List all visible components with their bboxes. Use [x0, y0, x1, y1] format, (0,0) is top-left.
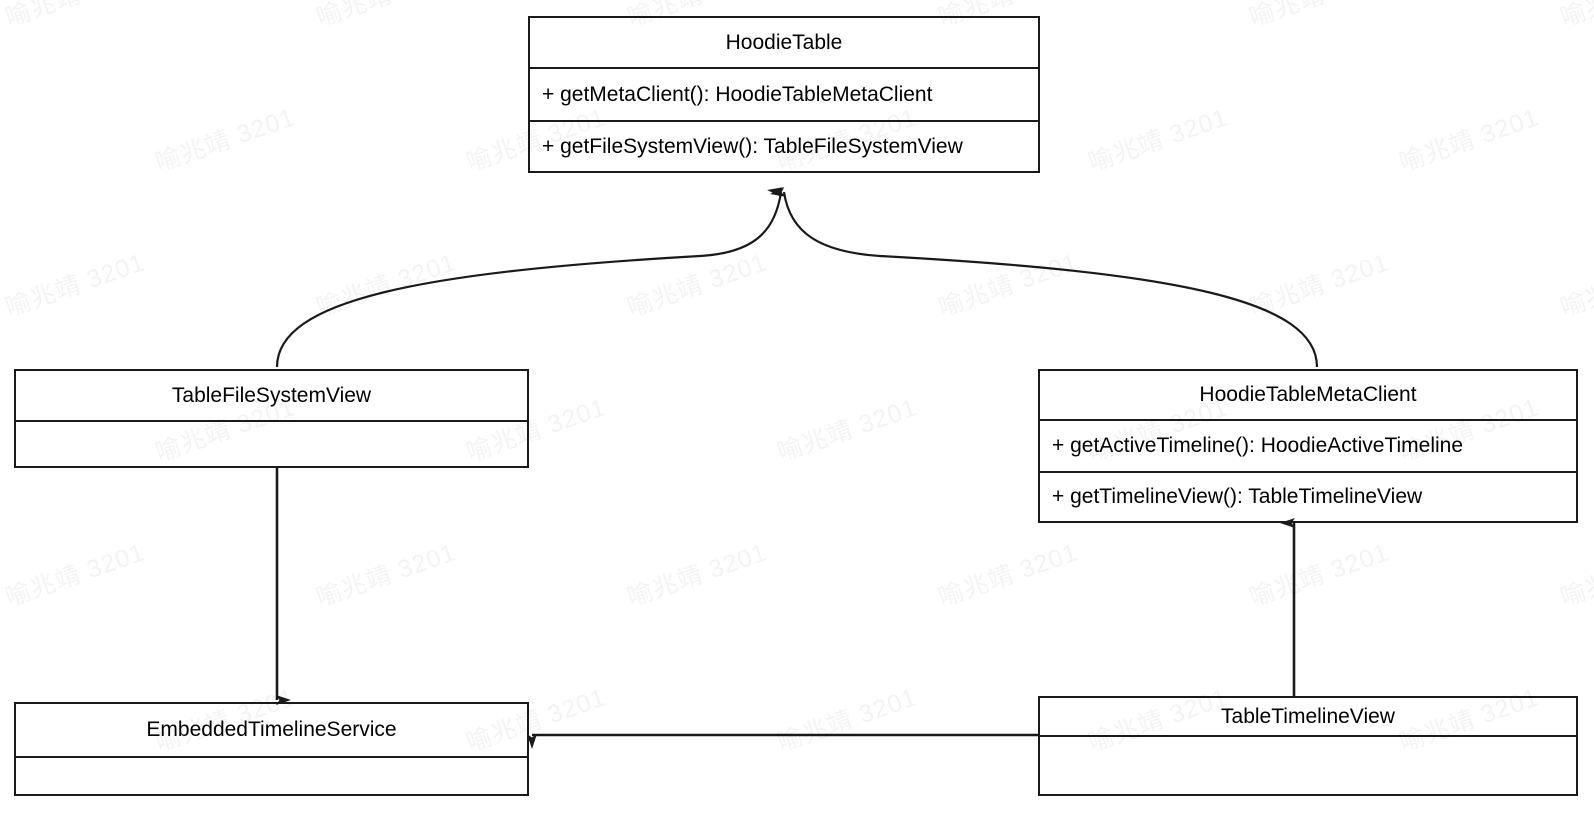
class-member: + getActiveTimeline(): HoodieActiveTimel… — [1052, 434, 1464, 458]
watermark-text: 喻兆靖 3201 — [772, 678, 921, 759]
class-name-hoodie-table-meta-client: HoodieTableMetaClient — [1040, 371, 1576, 421]
watermark-text: 喻兆靖 3201 — [1244, 0, 1393, 34]
class-member: + getFileSystemView(): TableFileSystemVi… — [530, 120, 1038, 171]
class-members-table-timeline-view — [1040, 737, 1576, 796]
class-name-table-file-system-view: TableFileSystemView — [16, 371, 527, 422]
watermark-text: 喻兆靖 3201 — [772, 388, 921, 469]
watermark-text: 喻兆靖 3201 — [1555, 243, 1594, 324]
watermark-text: 喻兆靖 3201 — [0, 0, 149, 34]
watermark-text: 喻兆靖 3201 — [1244, 533, 1393, 614]
watermark-text: 喻兆靖 3201 — [622, 243, 771, 324]
watermark-text: 喻兆靖 3201 — [150, 98, 299, 179]
class-member: + getMetaClient(): HoodieTableMetaClient — [542, 82, 933, 106]
watermark-text: 喻兆靖 3201 — [311, 0, 460, 34]
edge-hoodietablemetaclient-to-hoodietable — [770, 186, 1319, 368]
watermark-text: 喻兆靖 3201 — [311, 533, 460, 614]
watermark-text: 喻兆靖 3201 — [1555, 533, 1594, 614]
class-members-hoodie-table-meta-client: + getActiveTimeline(): HoodieActiveTimel… — [1040, 421, 1576, 521]
class-member: + getTimelineView(): TableTimelineView — [1040, 471, 1576, 521]
watermark-text: 喻兆靖 3201 — [311, 243, 460, 324]
watermark-text: 喻兆靖 3201 — [1244, 243, 1393, 324]
class-members-embedded-timeline-service — [16, 758, 527, 796]
class-name-embedded-timeline-service: EmbeddedTimelineService — [16, 704, 527, 758]
watermark-text: 喻兆靖 3201 — [1394, 98, 1543, 179]
watermark-text: 喻兆靖 3201 — [1555, 0, 1594, 34]
class-box-hoodie-table-meta-client[interactable]: HoodieTableMetaClient + getActiveTimelin… — [1038, 369, 1578, 523]
watermark-text: 喻兆靖 3201 — [622, 533, 771, 614]
watermark-text: 喻兆靖 3201 — [0, 533, 149, 614]
class-box-table-file-system-view[interactable]: TableFileSystemView — [14, 369, 529, 468]
class-members-table-file-system-view — [16, 422, 527, 466]
watermark-text: 喻兆靖 3201 — [1083, 98, 1232, 179]
class-name-hoodie-table: HoodieTable — [530, 18, 1038, 69]
class-box-embedded-timeline-service[interactable]: EmbeddedTimelineService — [14, 702, 529, 796]
watermark-text: 喻兆靖 3201 — [0, 243, 149, 324]
class-box-hoodie-table[interactable]: HoodieTable + getMetaClient(): HoodieTab… — [528, 16, 1040, 173]
class-box-table-timeline-view[interactable]: TableTimelineView — [1038, 696, 1578, 796]
class-members-hoodie-table: + getMetaClient(): HoodieTableMetaClient… — [530, 69, 1038, 171]
watermark-text: 喻兆靖 3201 — [933, 243, 1082, 324]
edge-tablefilesystemview-to-hoodietable — [275, 187, 783, 368]
watermark-text: 喻兆靖 3201 — [933, 533, 1082, 614]
class-name-table-timeline-view: TableTimelineView — [1040, 698, 1576, 737]
